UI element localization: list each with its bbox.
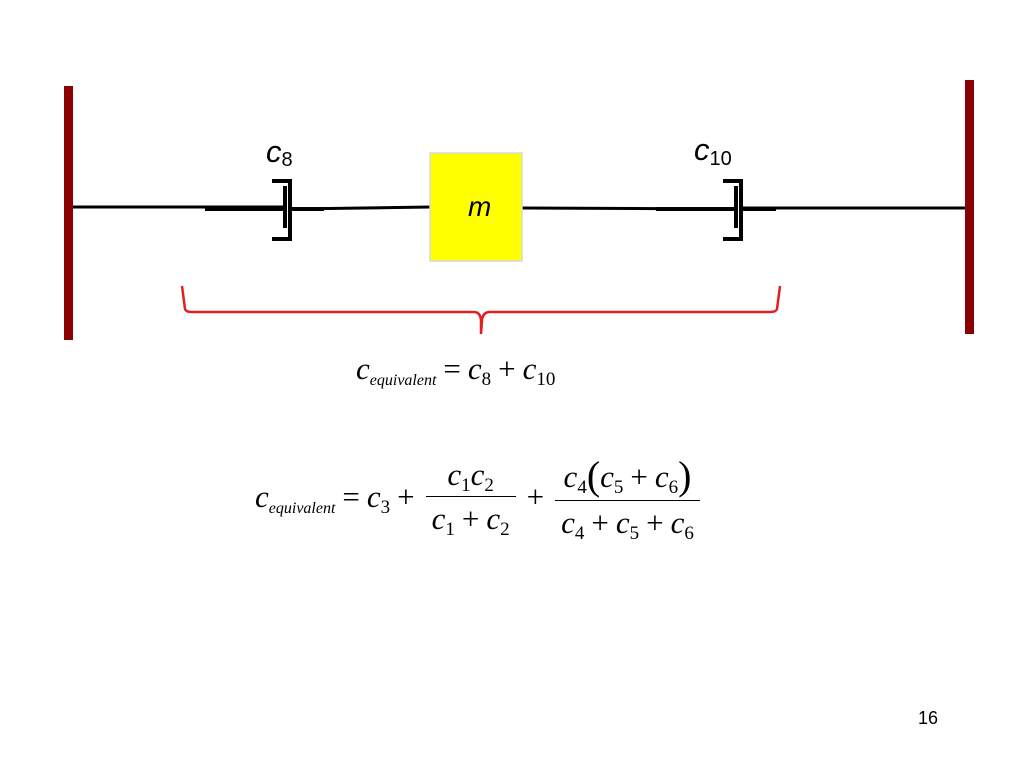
page-number: 16 xyxy=(917,708,938,728)
eq1-term2-sub: 10 xyxy=(536,369,556,390)
eq1-term2: c xyxy=(522,351,537,386)
eq2-fraction-2-denominator: c4+c5+c6 xyxy=(555,500,700,543)
eq2-lhs: c xyxy=(255,478,269,514)
eq1-term1-sub: 8 xyxy=(481,369,492,390)
damper-c10-label: c10 xyxy=(694,132,732,170)
eq2-term1: c xyxy=(366,478,381,514)
eq2-lhs-sub: equivalent xyxy=(268,499,336,517)
equation-combined: cequivalent = c3 + c1c2 c1+c2 + c4(c5+c6… xyxy=(255,453,704,543)
mass-block xyxy=(429,152,523,262)
equation-parallel-sum: cequivalent=c8+c10 xyxy=(356,351,555,389)
damper-c8 xyxy=(205,179,324,241)
eq2-plus-2: + xyxy=(526,478,545,514)
damper-c8-subscript: 8 xyxy=(282,149,293,171)
mass-label: m xyxy=(468,191,491,222)
mechanical-diagram: m c8 c10 xyxy=(64,80,974,340)
eq2-lhs-group: cequivalent xyxy=(255,478,335,517)
eq2-fraction-1-numerator: c1c2 xyxy=(447,456,494,496)
damper-c10-symbol: c xyxy=(694,132,710,167)
eq1-lhs: c xyxy=(356,351,370,386)
eq2-equals: = xyxy=(342,478,360,514)
damper-c10-subscript: 10 xyxy=(710,148,732,170)
eq1-equals: = xyxy=(443,351,461,386)
left-wall xyxy=(64,86,73,340)
eq2-fraction-2: c4(c5+c6) c4+c5+c6 xyxy=(555,453,700,543)
eq1-plus: + xyxy=(498,351,516,386)
eq2-fraction-1-denominator: c1+c2 xyxy=(425,495,516,539)
right-wall xyxy=(965,80,974,334)
eq2-term1-group: c3 xyxy=(366,478,390,517)
eq2-fraction-1: c1c2 c1+c2 xyxy=(425,456,516,539)
eq2-fraction-2-numerator: c4(c5+c6) xyxy=(563,453,692,498)
eq2-plus-1: + xyxy=(397,478,415,514)
damper-c8-symbol: c xyxy=(266,134,282,169)
eq1-lhs-sub: equivalent xyxy=(369,372,437,389)
eq2-term1-sub: 3 xyxy=(380,496,391,518)
damper-c10 xyxy=(656,179,776,241)
damper-c8-label: c8 xyxy=(266,134,293,171)
eq1-term1: c xyxy=(467,351,482,386)
grouping-brace xyxy=(180,285,782,335)
